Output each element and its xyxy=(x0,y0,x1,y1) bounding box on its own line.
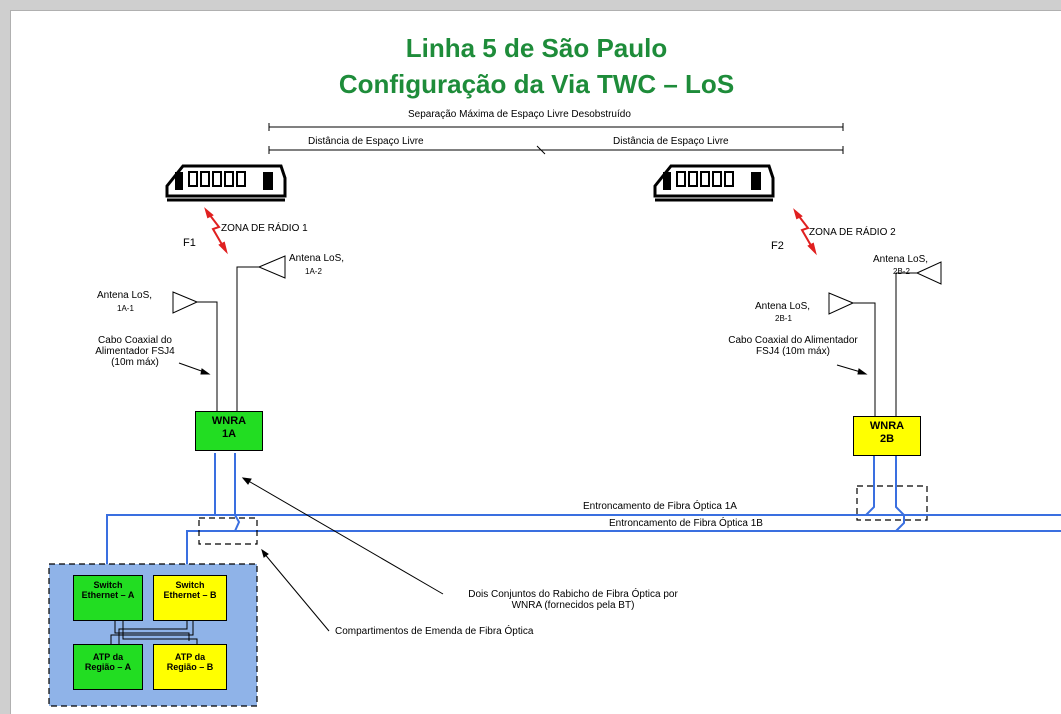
free-space-lines xyxy=(268,145,844,155)
coax-left-line-3: (10m máx) xyxy=(111,357,159,368)
switch-b-line-1: Switch xyxy=(175,580,205,590)
train-right-icon xyxy=(653,164,775,202)
wnra-1a-box: WNRA 1A xyxy=(195,411,263,451)
antenna-1a2-icon xyxy=(257,255,286,279)
pigtail-callout-arrow xyxy=(241,477,444,595)
switch-a-line-1: Switch xyxy=(93,580,123,590)
free-space-left-label: Distância de Espaço Livre xyxy=(308,136,424,147)
fiber-pigtails-2b xyxy=(865,456,905,532)
atp-a-line-1: ATP da xyxy=(92,652,124,662)
coax-arrow-left xyxy=(178,362,211,375)
coax-left-line-2: Alimentador FSJ4 xyxy=(95,346,175,357)
splice-enclosure-left xyxy=(198,517,258,545)
coax-left-label: Cabo Coaxial do Alimentador FSJ4 (10m má… xyxy=(85,335,185,368)
atp-region-a-box: ATP da Região – A xyxy=(73,644,143,690)
fiber-pigtails-1a xyxy=(214,453,241,532)
wnra-2b-box: WNRA 2B xyxy=(853,416,921,456)
antenna-feeders-right xyxy=(853,272,917,416)
atp-a-line-2: Região – A xyxy=(84,662,132,672)
title-line-2: Configuração da Via TWC – LoS xyxy=(338,69,735,99)
antenna-feeders-left xyxy=(197,266,259,411)
antenna-2b1-label: Antena LoS, xyxy=(755,301,811,312)
atp-b-line-1: ATP da xyxy=(174,652,206,662)
train-left-icon xyxy=(165,164,287,202)
max-separation-label: Separação Máxima de Espaço Livre Desobst… xyxy=(408,109,631,120)
free-space-right-label: Distância de Espaço Livre xyxy=(613,136,729,147)
antenna-1a2-label: Antena LoS, xyxy=(289,253,345,264)
antenna-1a2-id: 1A-2 xyxy=(305,267,322,276)
fiber-1b-label: Entroncamento de Fibra Óptica 1B xyxy=(609,518,763,529)
atp-region-b-box: ATP da Região – B xyxy=(153,644,227,690)
wnra-2b-line-1: WNRA xyxy=(869,420,905,432)
freq-f1-label: F1 xyxy=(183,237,196,249)
antenna-2b2-icon xyxy=(915,261,942,285)
antenna-1a1-icon xyxy=(172,291,199,314)
wnra-1a-line-1: WNRA xyxy=(211,415,247,427)
antenna-2b1-id: 2B-1 xyxy=(775,314,792,323)
splice-callout-arrow xyxy=(261,548,330,632)
fiber-trunk-1b xyxy=(186,530,1061,581)
fiber-trunk-1a xyxy=(106,514,1061,581)
antenna-1a1-id: 1A-1 xyxy=(117,304,134,313)
fiber-1a-label: Entroncamento de Fibra Óptica 1A xyxy=(583,501,737,512)
coax-right-line-1: Cabo Coaxial do Alimentador xyxy=(728,335,858,346)
max-separation-line xyxy=(268,123,844,131)
pigtail-note-line-1: Dois Conjuntos do Rabicho de Fibra Óptic… xyxy=(468,589,678,600)
atp-b-line-2: Região – B xyxy=(166,662,214,672)
splice-note: Compartimentos de Emenda de Fibra Óptica xyxy=(335,626,534,637)
coax-right-line-2: FSJ4 (10m máx) xyxy=(756,346,830,357)
pigtail-note: Dois Conjuntos do Rabicho de Fibra Óptic… xyxy=(447,589,699,611)
wnra-1a-line-2: 1A xyxy=(221,428,237,440)
switch-b-line-2: Ethernet – B xyxy=(163,590,217,600)
wnra-2b-line-2: 2B xyxy=(879,433,895,445)
zone-2-label: ZONA DE RÁDIO 2 xyxy=(809,227,896,238)
antenna-1a1-label: Antena LoS, xyxy=(97,290,153,301)
coax-right-label: Cabo Coaxial do Alimentador FSJ4 (10m má… xyxy=(715,335,871,357)
antenna-2b2-id: 2B-2 xyxy=(893,267,910,276)
splice-enclosure-right xyxy=(856,485,928,521)
coax-left-line-1: Cabo Coaxial do xyxy=(98,335,172,346)
switch-a-line-2: Ethernet – A xyxy=(81,590,135,600)
diagram-page: Linha 5 de São Paulo Configuração da Via… xyxy=(10,10,1061,714)
cabinet-links xyxy=(110,621,198,644)
title-line-1: Linha 5 de São Paulo xyxy=(405,33,668,63)
radio-link-right-icon xyxy=(793,208,817,256)
freq-f2-label: F2 xyxy=(771,240,784,252)
radio-link-left-icon xyxy=(204,207,228,255)
antenna-2b1-icon xyxy=(828,292,855,315)
antenna-2b2-label: Antena LoS, xyxy=(873,254,929,265)
coax-arrow-right xyxy=(836,364,868,375)
zone-1-label: ZONA DE RÁDIO 1 xyxy=(221,223,308,234)
switch-ethernet-a-box: Switch Ethernet – A xyxy=(73,575,143,621)
pigtail-note-line-2: WNRA (fornecidos pela BT) xyxy=(511,600,635,611)
switch-ethernet-b-box: Switch Ethernet – B xyxy=(153,575,227,621)
